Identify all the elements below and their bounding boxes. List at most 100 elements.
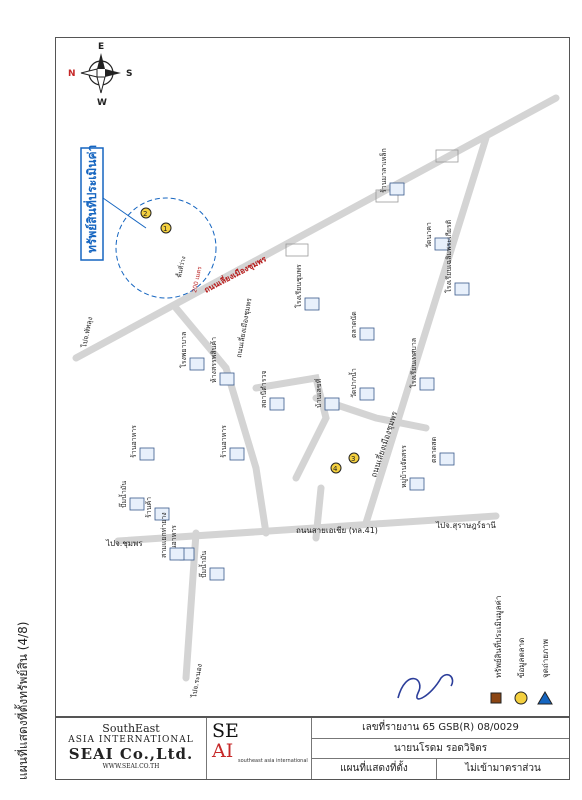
subject-note: พื้นที่ว่าง — [173, 255, 187, 278]
map-frame: E W N S ทรัพย์สินที่ประเมินค่า 1 2 — [55, 37, 570, 717]
landmark-icon — [324, 397, 340, 411]
signature — [397, 673, 454, 700]
landmark-label: โรงเรียนชุมพร — [294, 264, 303, 308]
landmark-1: วัดนาคา — [425, 222, 450, 251]
upper-east-road — [362, 134, 490, 527]
landmark-10: ร้านอาหาร — [130, 425, 155, 461]
landmark-icon — [219, 372, 235, 386]
landmark-5: บ้านเลขที่ — [314, 378, 340, 411]
to-chumphon-label: ไปจ.ชุมพร — [105, 539, 143, 548]
landmark-icon — [409, 477, 425, 491]
landmark-9: ร้านอาหาร — [220, 425, 245, 461]
map-type: แผนที่แสดงที่ตั้ง — [340, 763, 408, 774]
legend-subject-swatch — [490, 692, 502, 704]
crossing-2 — [375, 189, 399, 203]
landmark-icon — [359, 387, 375, 401]
landmark-12: ร้านค้า — [145, 497, 170, 521]
landmark-label: ปั๊มน้ำมัน — [117, 481, 128, 508]
company-mark: SE AI southeast asia international — [208, 720, 308, 777]
compass-s: S — [126, 69, 132, 79]
landmark-label: หมู่บ้านจัดสรร — [400, 445, 408, 488]
crossing-3 — [435, 149, 459, 163]
landmark-label: สถานีตำรวจ — [260, 371, 268, 409]
logo-ai: AI — [212, 740, 234, 762]
legend-photo-swatch — [537, 691, 553, 705]
svg-text:2: 2 — [143, 210, 147, 218]
landmark-16: หมู่บ้านจัดสรร — [400, 445, 425, 491]
subject-marker-2: 2 — [140, 207, 152, 219]
landmark-label: โรงพยาบาล — [179, 332, 188, 368]
landmark-icon — [389, 182, 405, 196]
subject-marker-1: 1 — [160, 222, 172, 234]
landmark-label: บ้านเลขที่ — [314, 378, 323, 408]
svg-text:4: 4 — [333, 465, 338, 473]
landmark-label: ตลาดสด — [430, 437, 438, 463]
legend-comp-swatch — [514, 691, 528, 705]
compass-icon: E W N S — [68, 42, 132, 108]
landmarks-layer: ร้านมาลาเหล็กวัดนาคา โรงเรียนเฉลิมพระเกีย… — [117, 148, 470, 581]
crossing-1 — [285, 243, 309, 257]
logo-line2: ASIA INTERNATIONAL — [68, 735, 194, 745]
landmark-label: ร้านค้า — [145, 497, 153, 518]
comparable-marker-3: 3 — [348, 452, 360, 464]
landmark-icon — [359, 327, 375, 341]
landmark-label: ปั๊มน้ำมัน — [197, 551, 208, 578]
local-road-label: ถนนเลี่ยงเมืองชุมพร — [234, 297, 253, 358]
landmark-icon — [129, 497, 145, 511]
compass-n: N — [68, 69, 76, 79]
landmark-7: ห้างสรรพสินค้า — [210, 337, 235, 386]
logo-line3: SEAI Co.,Ltd. — [68, 745, 194, 763]
landmark-icon — [434, 237, 450, 251]
landmark-18: ปั๊มน้ำมัน — [197, 551, 225, 581]
logo-line1: SouthEast — [102, 722, 160, 735]
landmark-label: ตลาดนัด — [350, 311, 358, 338]
to-north-label: ไปจ.พัทลุง — [79, 316, 95, 349]
landmark-icon — [169, 547, 185, 561]
subject-radius — [115, 197, 217, 299]
landmark-icon — [154, 507, 170, 521]
subject-label-box: ทรัพย์สินที่ประเมินค่า — [80, 145, 147, 261]
landmark-6: โรงพยาบาล — [179, 332, 205, 371]
landmark-2: โรงเรียนเฉลิมพระเกียรติ — [444, 219, 470, 296]
main-road — [114, 512, 500, 545]
scale-note: ไม่เข้ามาตราส่วน — [465, 763, 541, 774]
landmark-14: วัดปากน้ำ — [347, 368, 375, 401]
logo-sub: southeast asia international — [238, 758, 308, 764]
legend-photo-text: จุดถ่ายภาพ — [541, 639, 550, 678]
legend: ทรัพย์สินที่ประเมินมูลค่า ข้อมูลตลาด จุด… — [490, 596, 553, 705]
landmark-icon — [229, 447, 245, 461]
landmark-label: ห้างสรรพสินค้า — [210, 337, 218, 383]
landmark-19: สามแยกท่ายาง — [160, 512, 185, 561]
landmark-label: วัดนาคา — [425, 222, 433, 248]
landmark-label: ร้านอาหาร — [220, 425, 228, 458]
main-road-label: ถนนสายเอเชีย (ทล.41) — [296, 526, 378, 535]
landmark-icon — [139, 447, 155, 461]
diagonal-road-label: ถนนเลี่ยงเมืองชุมพร — [202, 252, 269, 295]
landmark-13: โรงเรียนเทศบาล — [409, 338, 435, 391]
logo-url: WWW.SEAI.CO.TH — [102, 763, 160, 770]
company-logo: SouthEast ASIA INTERNATIONAL SEAI Co.,Lt… — [56, 718, 206, 779]
landmark-0: ร้านมาลาเหล็ก — [379, 148, 405, 196]
landmark-label: วัดปากน้ำ — [347, 368, 358, 398]
landmark-3: โรงเรียนชุมพร — [294, 264, 320, 311]
landmark-label: ร้านอาหาร — [130, 425, 138, 458]
title-block: SouthEast ASIA INTERNATIONAL SEAI Co.,Lt… — [55, 717, 570, 780]
landmark-11: ปั๊มน้ำมัน — [117, 481, 145, 511]
local-road-4 — [312, 484, 325, 542]
report-number: เลขที่รายงาน 65 GSB(R) 08/0029 — [362, 722, 519, 733]
comparable-marker-4: 4 — [330, 462, 342, 474]
landmark-label: สามแยกท่ายาง — [160, 512, 168, 558]
landmark-15: ตลาดสด — [430, 437, 455, 466]
logo-se: SE — [212, 720, 239, 742]
local-road-1 — [172, 304, 270, 537]
landmark-8: สถานีตำรวจ — [260, 371, 285, 411]
landmark-icon — [189, 357, 205, 371]
to-ranong-label: ไปจ.ระนอง — [189, 663, 204, 699]
landmark-label: โรงเรียนเทศบาล — [409, 338, 418, 388]
diagonal-road — [72, 94, 560, 362]
compass-w: W — [97, 98, 107, 108]
landmark-label: ร้านอาหาร — [170, 525, 178, 558]
landmark-label: ร้านมาลาเหล็ก — [379, 148, 388, 193]
svg-text:3: 3 — [351, 455, 355, 463]
svg-text:1: 1 — [163, 225, 167, 233]
